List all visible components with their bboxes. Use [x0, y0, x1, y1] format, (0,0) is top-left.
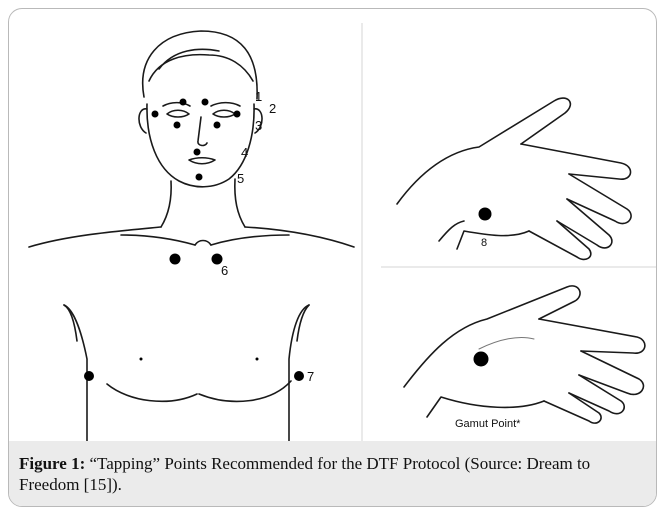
point-label-5: 5	[237, 171, 244, 186]
hand-top-illustration	[397, 98, 631, 259]
torso-illustration	[64, 305, 309, 441]
face-illustration	[29, 31, 354, 247]
point-label-4: 4	[241, 145, 248, 160]
tap-point-nipple-left	[140, 358, 143, 361]
tap-point-nipple-right	[256, 358, 259, 361]
figure-caption: Figure 1: “Tapping” Points Recommended f…	[19, 453, 647, 495]
point-label-7: 7	[307, 369, 314, 384]
caption-box: Figure 1: “Tapping” Points Recommended f…	[9, 441, 656, 506]
point-label-1: 1	[255, 89, 262, 104]
tap-point-under-eye-right	[214, 122, 221, 129]
tap-point-karate-chop	[479, 208, 492, 221]
gamut-point-label: Gamut Point*	[455, 418, 521, 430]
tap-point-under-nose	[194, 149, 201, 156]
hand-bottom-illustration	[404, 286, 645, 423]
tap-point-underarm-right	[294, 371, 304, 381]
point-label-2: 2	[269, 101, 276, 116]
point-label-8: 8	[481, 237, 487, 249]
tap-point-underarm-left	[84, 371, 94, 381]
figure-image: 1 2 3 4 5 6 7 8 Gamut Point*	[9, 9, 656, 441]
tap-point-under-eye-left	[174, 122, 181, 129]
point-label-3: 3	[255, 118, 262, 133]
tap-point-eyebrow-left	[180, 99, 187, 106]
tapping-points	[84, 99, 492, 382]
tap-point-collarbone-left	[170, 254, 181, 265]
caption-label: Figure 1:	[19, 454, 85, 473]
tap-point-gamut	[474, 352, 489, 367]
tap-point-side-eye-left	[152, 111, 159, 118]
figure-frame: 1 2 3 4 5 6 7 8 Gamut Point* Figure 1: “…	[8, 8, 657, 507]
tap-point-chin	[196, 174, 203, 181]
tap-point-eyebrow-right	[202, 99, 209, 106]
caption-text: “Tapping” Points Recommended for the DTF…	[19, 454, 590, 494]
tap-point-side-eye	[234, 111, 241, 118]
point-label-6: 6	[221, 263, 228, 278]
